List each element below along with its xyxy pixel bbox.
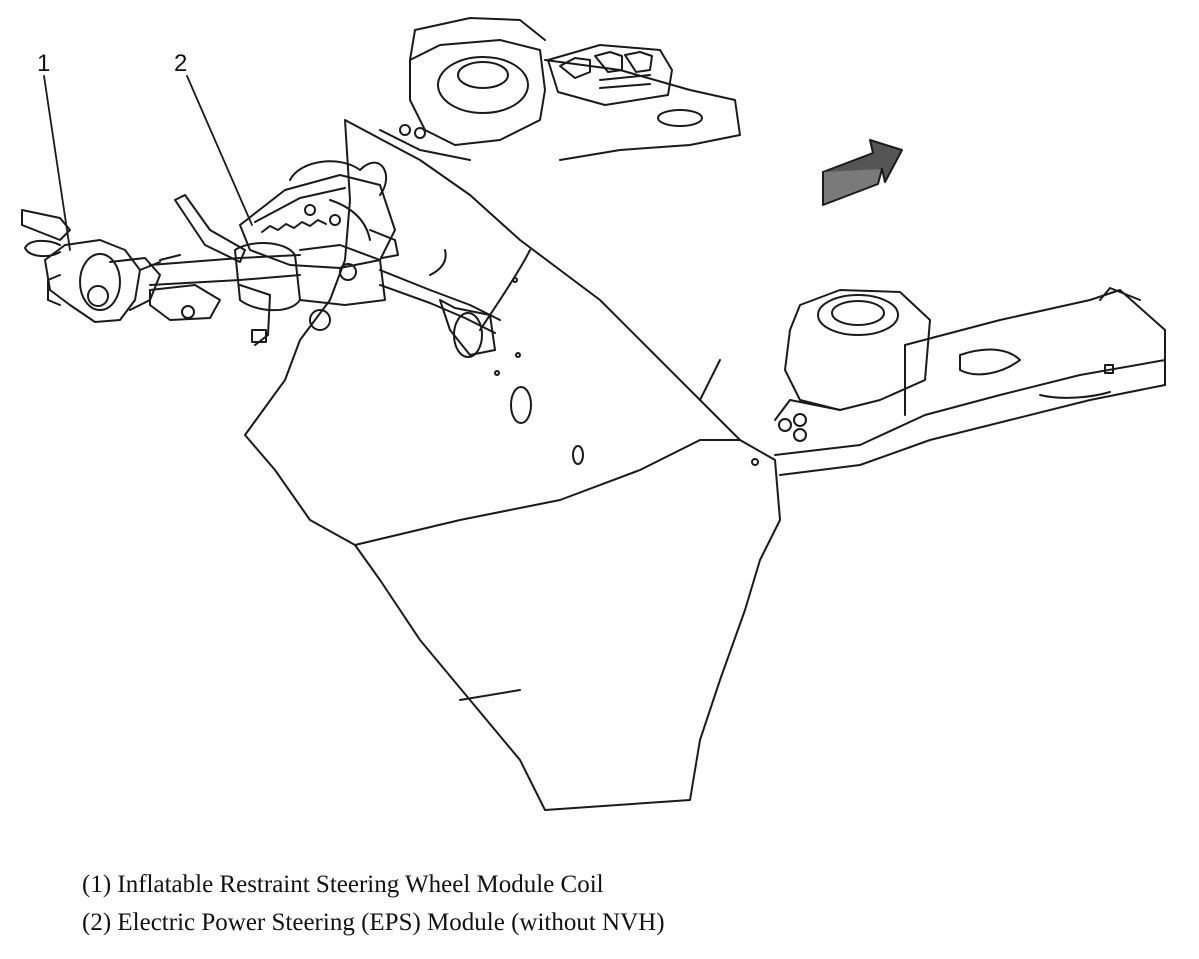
legend-item-1: (1) Inflatable Restraint Steering Wheel … [82, 871, 604, 898]
steering-wheel-module-coil [21, 194, 271, 346]
parts-legend: (1) Inflatable Restraint Steering Wheel … [82, 866, 665, 942]
callout-2-leader [186, 75, 253, 226]
fuse-block [547, 44, 673, 106]
callout-1-leader [43, 75, 71, 251]
steering-column [149, 242, 501, 358]
callout-2-number: 2 [174, 50, 188, 77]
left-strut-tower [379, 17, 741, 161]
callout-1-number: 1 [37, 50, 51, 77]
forward-arrow-icon [822, 139, 903, 206]
eps-module [239, 160, 399, 269]
dash-panel [244, 119, 781, 811]
steering-column-diagram: 1 2 [21, 17, 1166, 811]
right-strut-tower [774, 287, 1166, 476]
legend-item-2: (2) Electric Power Steering (EPS) Module… [82, 909, 665, 936]
